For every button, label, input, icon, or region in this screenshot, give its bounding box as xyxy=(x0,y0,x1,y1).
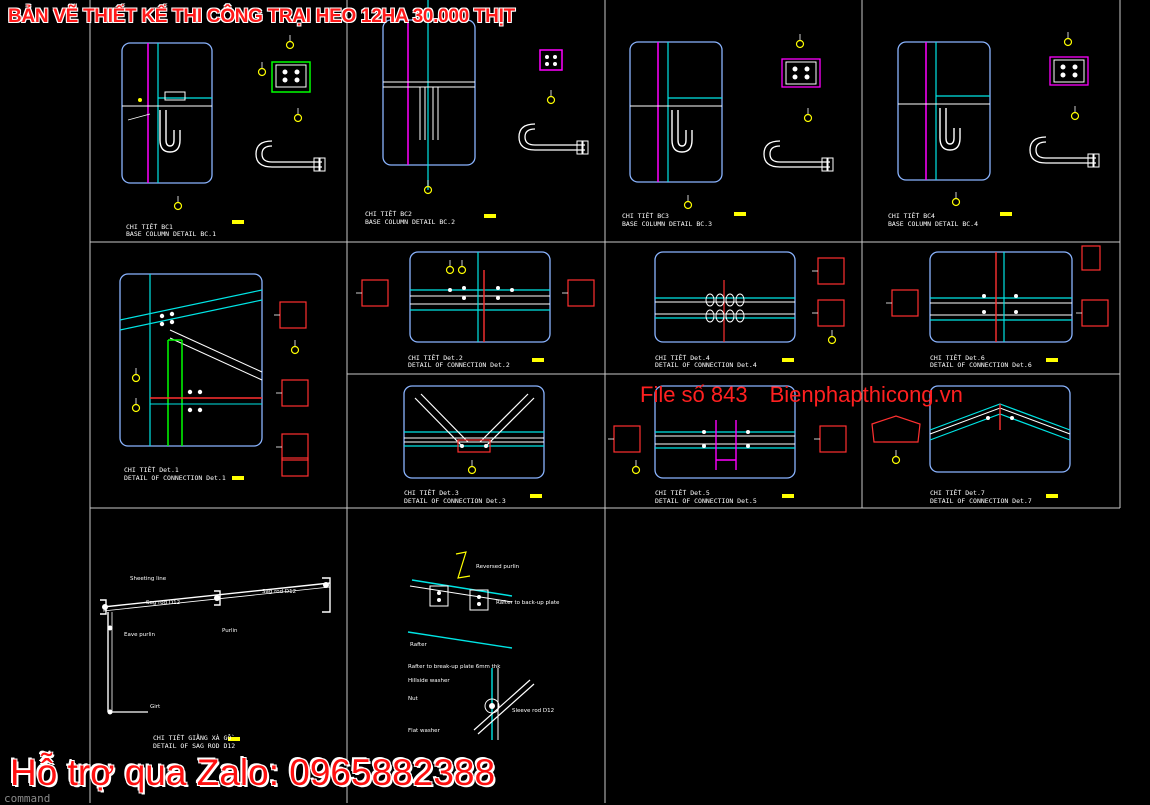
file-watermark: File số 843 Bienphapthicong.vn xyxy=(640,382,985,408)
label-sheeting-line: Sheeting line xyxy=(130,576,167,582)
label-rafter: Rafter xyxy=(410,642,427,648)
bc1-title-en: BASE COLUMN DETAIL BC.1 xyxy=(126,230,216,238)
bc4-title-en: BASE COLUMN DETAIL BC.4 xyxy=(888,220,978,228)
det6-title-en: DETAIL OF CONNECTION Det.6 xyxy=(930,361,1032,369)
zalo-support-text[interactable]: Hỗ trợ qua Zalo: 0965882388 xyxy=(10,752,496,793)
bc4-title-vn: CHI TIẾT BC4 xyxy=(888,211,935,220)
det1-title-vn: CHI TIẾT Det.1 xyxy=(124,465,179,474)
det3-title-en: DETAIL OF CONNECTION Det.3 xyxy=(404,497,506,505)
det4-title-en: DETAIL OF CONNECTION Det.4 xyxy=(655,361,757,369)
detail-bc3[interactable]: CHI TIẾT BC3 BASE COLUMN DETAIL BC.3 xyxy=(622,33,834,228)
detail-det5[interactable]: CHI TIẾT Det.5 DETAIL OF CONNECTION Det.… xyxy=(607,385,847,505)
sag-title-en: DETAIL OF SAG ROD D12 xyxy=(153,742,235,750)
det7-title-en: DETAIL OF CONNECTION Det.7 xyxy=(930,497,1032,505)
det4-title-vn: CHI TIẾT Det.4 xyxy=(655,353,710,362)
det7-title-vn: CHI TIẾT Det.7 xyxy=(930,488,985,497)
label-rafter-breakup: Rafter to break-up plate 6mm thk xyxy=(408,664,501,670)
det1-title-en: DETAIL OF CONNECTION Det.1 xyxy=(124,474,226,482)
detail-det4[interactable]: CHI TIẾT Det.4 DETAIL OF CONNECTION Det.… xyxy=(654,251,845,369)
sag-title-vn: CHI TIẾT GIẰNG XÀ GỒ xyxy=(153,733,234,742)
detail-det7[interactable]: CHI TIẾT Det.7 DETAIL OF CONNECTION Det.… xyxy=(871,385,1071,505)
detail-bc4[interactable]: CHI TIẾT BC4 BASE COLUMN DETAIL BC.4 xyxy=(888,31,1100,228)
bc2-title-en: BASE COLUMN DETAIL BC.2 xyxy=(365,218,455,226)
det5-title-en: DETAIL OF CONNECTION Det.5 xyxy=(655,497,757,505)
det5-title-vn: CHI TIẾT Det.5 xyxy=(655,488,710,497)
detail-bc1[interactable]: CHI TIẾT BC1 BASE COLUMN DETAIL BC.1 xyxy=(121,34,326,238)
file-number: File số 843 xyxy=(640,382,748,407)
label-reversed-purlin: Reversed purlin xyxy=(476,564,520,570)
bc1-title-vn: CHI TIẾT BC1 xyxy=(126,222,173,231)
detail-sag-rod[interactable]: Sheeting line Sag rod D12 Sag rod D12 Pu… xyxy=(100,576,331,750)
bc3-title-vn: CHI TIẾT BC3 xyxy=(622,211,669,220)
bc3-title-en: BASE COLUMN DETAIL BC.3 xyxy=(622,220,712,228)
det2-title-en: DETAIL OF CONNECTION Det.2 xyxy=(408,361,510,369)
label-sag-rod-2: Sag rod D12 xyxy=(262,589,296,595)
label-nut: Nut xyxy=(408,696,419,702)
detail-det6[interactable]: CHI TIẾT Det.6 DETAIL OF CONNECTION Det.… xyxy=(885,245,1109,369)
label-purlin: Purlin xyxy=(222,628,238,634)
det3-title-vn: CHI TIẾT Det.3 xyxy=(404,488,459,497)
label-eave-purlin: Eave purlin xyxy=(124,632,156,638)
detail-bc2[interactable]: CHI TIẾT BC2 BASE COLUMN DETAIL BC.2 xyxy=(365,0,589,226)
detail-det2[interactable]: CHI TIẾT Det.2 DETAIL OF CONNECTION Det.… xyxy=(355,251,595,369)
det6-title-vn: CHI TIẾT Det.6 xyxy=(930,353,985,362)
drawing-title: BẢN VẼ THIẾT KẾ THI CÔNG TRẠI HEO 12HA 3… xyxy=(8,6,515,27)
sheet-frame xyxy=(89,0,1121,803)
detail-rafter-sleeve[interactable]: Reversed purlin Rafter to back-up plate … xyxy=(407,551,560,740)
det2-title-vn: CHI TIẾT Det.2 xyxy=(408,353,463,362)
command-line[interactable]: command xyxy=(4,792,51,805)
label-girt: Girt xyxy=(150,704,161,710)
label-flat-washer: Flat washer xyxy=(408,728,441,734)
label-sleeve-rod: Sleeve rod D12 xyxy=(512,708,554,714)
label-sag-rod-1: Sag rod D12 xyxy=(146,600,180,606)
detail-det1[interactable]: CHI TIẾT Det.1 DETAIL OF CONNECTION Det.… xyxy=(119,273,309,482)
label-hillside-washer: Hillside washer xyxy=(408,678,450,684)
label-rafter-backup: Rafter to back-up plate xyxy=(496,600,560,606)
bc2-title-vn: CHI TIẾT BC2 xyxy=(365,209,412,218)
detail-det3[interactable]: CHI TIẾT Det.3 DETAIL OF CONNECTION Det.… xyxy=(403,385,545,505)
site-name[interactable]: Bienphapthicong.vn xyxy=(769,382,963,407)
